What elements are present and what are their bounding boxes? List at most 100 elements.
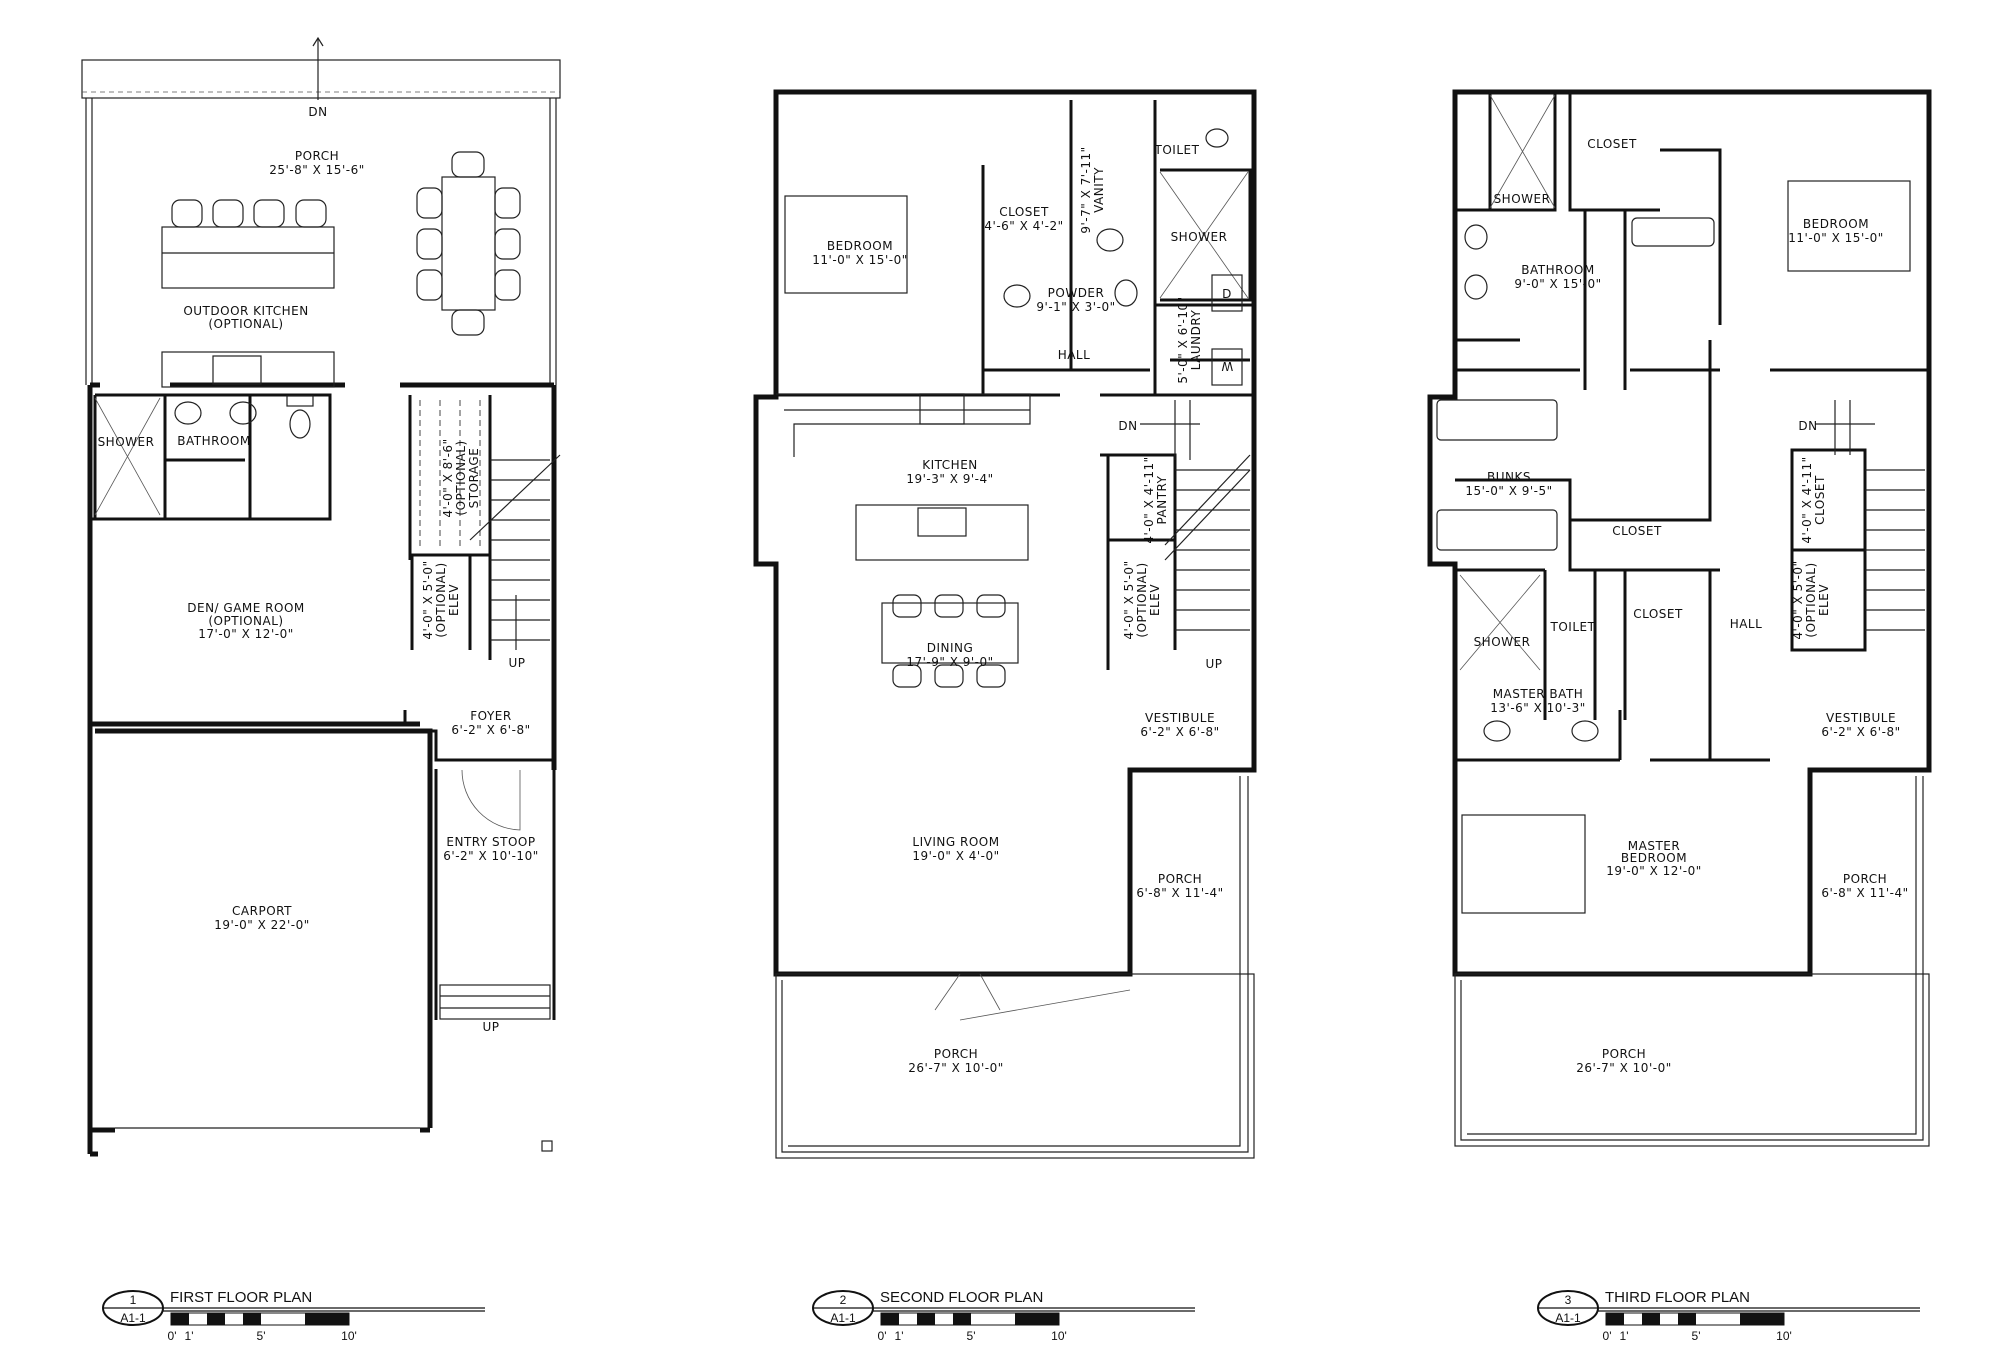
scale-tick-10: 10' [1051, 1329, 1067, 1343]
room-dims-vestibule: 6'-2" X 6'-8" [1140, 725, 1219, 739]
stair [1140, 400, 1251, 631]
room-name-vanity: VANITY [1092, 167, 1106, 213]
room-name-master-shower: SHOWER [1474, 635, 1531, 649]
scale-tick-0: 0' [878, 1329, 887, 1343]
room-dims-bedroom: 11'-0" X 15'-0" [1788, 231, 1883, 245]
room-name-bathroom: BATHROOM [1521, 263, 1594, 277]
room-dims-side-porch: 6'-8" X 11'-4" [1136, 886, 1223, 900]
room-dims-den-optional: (OPTIONAL) [208, 614, 283, 628]
bed [1787, 180, 1911, 272]
bunk-bed [1436, 399, 1558, 441]
room-name-carport: CARPORT [232, 904, 292, 918]
room-dims-foyer: 6'-2" X 6'-8" [451, 723, 530, 737]
room-name-master-bedroom: MASTER [1628, 839, 1680, 853]
interior-walls [776, 100, 1254, 397]
room-name-porch: PORCH [1602, 1047, 1646, 1061]
scale-tick-5: 5' [257, 1329, 266, 1343]
master-bed [1461, 814, 1586, 914]
room-dims-master-bedroom: 19'-0" X 12'-0" [1606, 864, 1701, 878]
plan-title: SECOND FLOOR PLAN [880, 1289, 1043, 1306]
plan-number: 3 [1565, 1293, 1572, 1307]
scale-bar [880, 1312, 1060, 1326]
rear-porch [775, 973, 1255, 1159]
room-name-vestibule: VESTIBULE [1826, 711, 1896, 725]
pantry-dims: 4'-0" X 4'-11" [1142, 456, 1156, 543]
plan-number: 1 [130, 1293, 137, 1307]
room-name-porch: PORCH [295, 149, 339, 163]
room-dims-living-room: 19'-0" X 4'-0" [912, 849, 999, 863]
room-name-den: DEN/ GAME ROOM [187, 601, 305, 615]
rear-porch [1454, 973, 1930, 1147]
bathtub [1631, 217, 1715, 247]
room-name-toilet: TOILET [1154, 143, 1200, 157]
room-name-closet-2: CLOSET [1813, 475, 1827, 525]
elev-optional: (OPTIONAL) [1804, 562, 1818, 637]
room-name-master-closet: CLOSET [1633, 607, 1683, 621]
foyer-walls [403, 710, 556, 1020]
laundry-dims: 5'-0" X 6'-10" [1176, 296, 1190, 383]
room-dims-bunks: 15'-0" X 9'-5" [1465, 484, 1552, 498]
room-dims-porch: 25'-8" X 15'-6" [269, 163, 364, 177]
room-dims-closet: 4'-6" X 4'-2" [984, 219, 1063, 233]
dining-table [881, 602, 1019, 664]
elev-optional: (OPTIONAL) [434, 562, 448, 637]
room-dims-side-porch: 6'-8" X 11'-4" [1821, 886, 1908, 900]
storage-optional: (OPTIONAL) [454, 440, 468, 515]
elev-optional: (OPTIONAL) [1135, 562, 1149, 637]
scale-tick-1: 1' [1620, 1329, 1629, 1343]
room-name-laundry: LAUNDRY [1189, 310, 1203, 371]
room-name-shower: SHOWER [1494, 192, 1551, 206]
elev-dims: 4'-0" X 5'-0" [421, 560, 435, 639]
cooktop [919, 393, 965, 425]
room-dims-den: 17'-0" X 12'-0" [198, 627, 293, 641]
stair-up-label: UP [508, 656, 525, 670]
stair [469, 454, 561, 650]
room-dims-outdoor-kitchen: (OPTIONAL) [208, 317, 283, 331]
stair-dn-label: DN [308, 105, 327, 119]
room-name-vestibule: VESTIBULE [1145, 711, 1215, 725]
room-name-side-porch: PORCH [1843, 872, 1887, 886]
room-name-porch: PORCH [934, 1047, 978, 1061]
room-dims-bedroom: 11'-0" X 15'-0" [812, 253, 907, 267]
title-block-3: 3 A1-1 THIRD FLOOR PLAN 0' 1' 5' 10' [1537, 1289, 1920, 1343]
storage-dims: 4'-0" X 8'-6" [441, 438, 455, 517]
porch-rails [85, 98, 557, 385]
room-name-foyer: FOYER [470, 709, 511, 723]
sheet-number: A1-1 [120, 1311, 146, 1325]
room-name-bathroom: BATHROOM [177, 434, 250, 448]
room-dims-porch: 26'-7" X 10'-0" [1576, 1061, 1671, 1075]
scale-bar [1605, 1312, 1785, 1326]
room-dims-powder: 9'-1" X 3'-0" [1036, 300, 1115, 314]
room-name-pantry: PANTRY [1155, 475, 1169, 524]
first-floor-plan: DN PORCH 25'-8" X 15'-6" OUTDOOR KITCHEN… [81, 36, 561, 1157]
vanity-dims: 9'-7" X 7'-11" [1079, 146, 1093, 233]
second-floor-plan: D W BEDROOM 11'-0" X 15'-0" CLOSET 4'-6"… [753, 0, 1776, 1159]
room-name-closet: CLOSET [999, 205, 1049, 219]
scale-tick-5: 5' [1692, 1329, 1701, 1343]
kitchen-island [855, 504, 1029, 561]
room-dims-entry-stoop: 6'-2" X 10'-10" [443, 849, 538, 863]
third-floor-plan: CLOSET SHOWER BEDROOM 11'-0" X 15'-0" BA… [1427, 89, 1932, 1147]
outdoor-dining-table [441, 176, 496, 311]
arrow-icon [312, 36, 324, 47]
elev-dims: 4'-0" X 5'-0" [1791, 560, 1805, 639]
room-name-hall: HALL [1058, 348, 1091, 362]
room-name-toilet: TOILET [1550, 620, 1596, 634]
room-dims-porch: 26'-7" X 10'-0" [908, 1061, 1003, 1075]
plan-title: THIRD FLOOR PLAN [1605, 1289, 1750, 1306]
plan-number: 2 [840, 1293, 847, 1307]
scale-tick-0: 0' [1603, 1329, 1612, 1343]
plan-title: FIRST FLOOR PLAN [170, 1289, 312, 1306]
room-name-hall-closet: CLOSET [1612, 524, 1662, 538]
room-dims-carport: 19'-0" X 22'-0" [214, 918, 309, 932]
room-name-closet: CLOSET [1587, 137, 1637, 151]
stair-dn-label: DN [1798, 419, 1817, 433]
room-name-living-room: LIVING ROOM [912, 835, 999, 849]
room-dims-dining: 17'-9" X 9'-0" [906, 655, 993, 669]
room-name-powder: POWDER [1048, 286, 1105, 300]
room-name-dining: DINING [927, 641, 974, 655]
room-name-bedroom: BEDROOM [1803, 217, 1869, 231]
marker-square [541, 1140, 553, 1152]
washer-label: W [1221, 359, 1233, 373]
